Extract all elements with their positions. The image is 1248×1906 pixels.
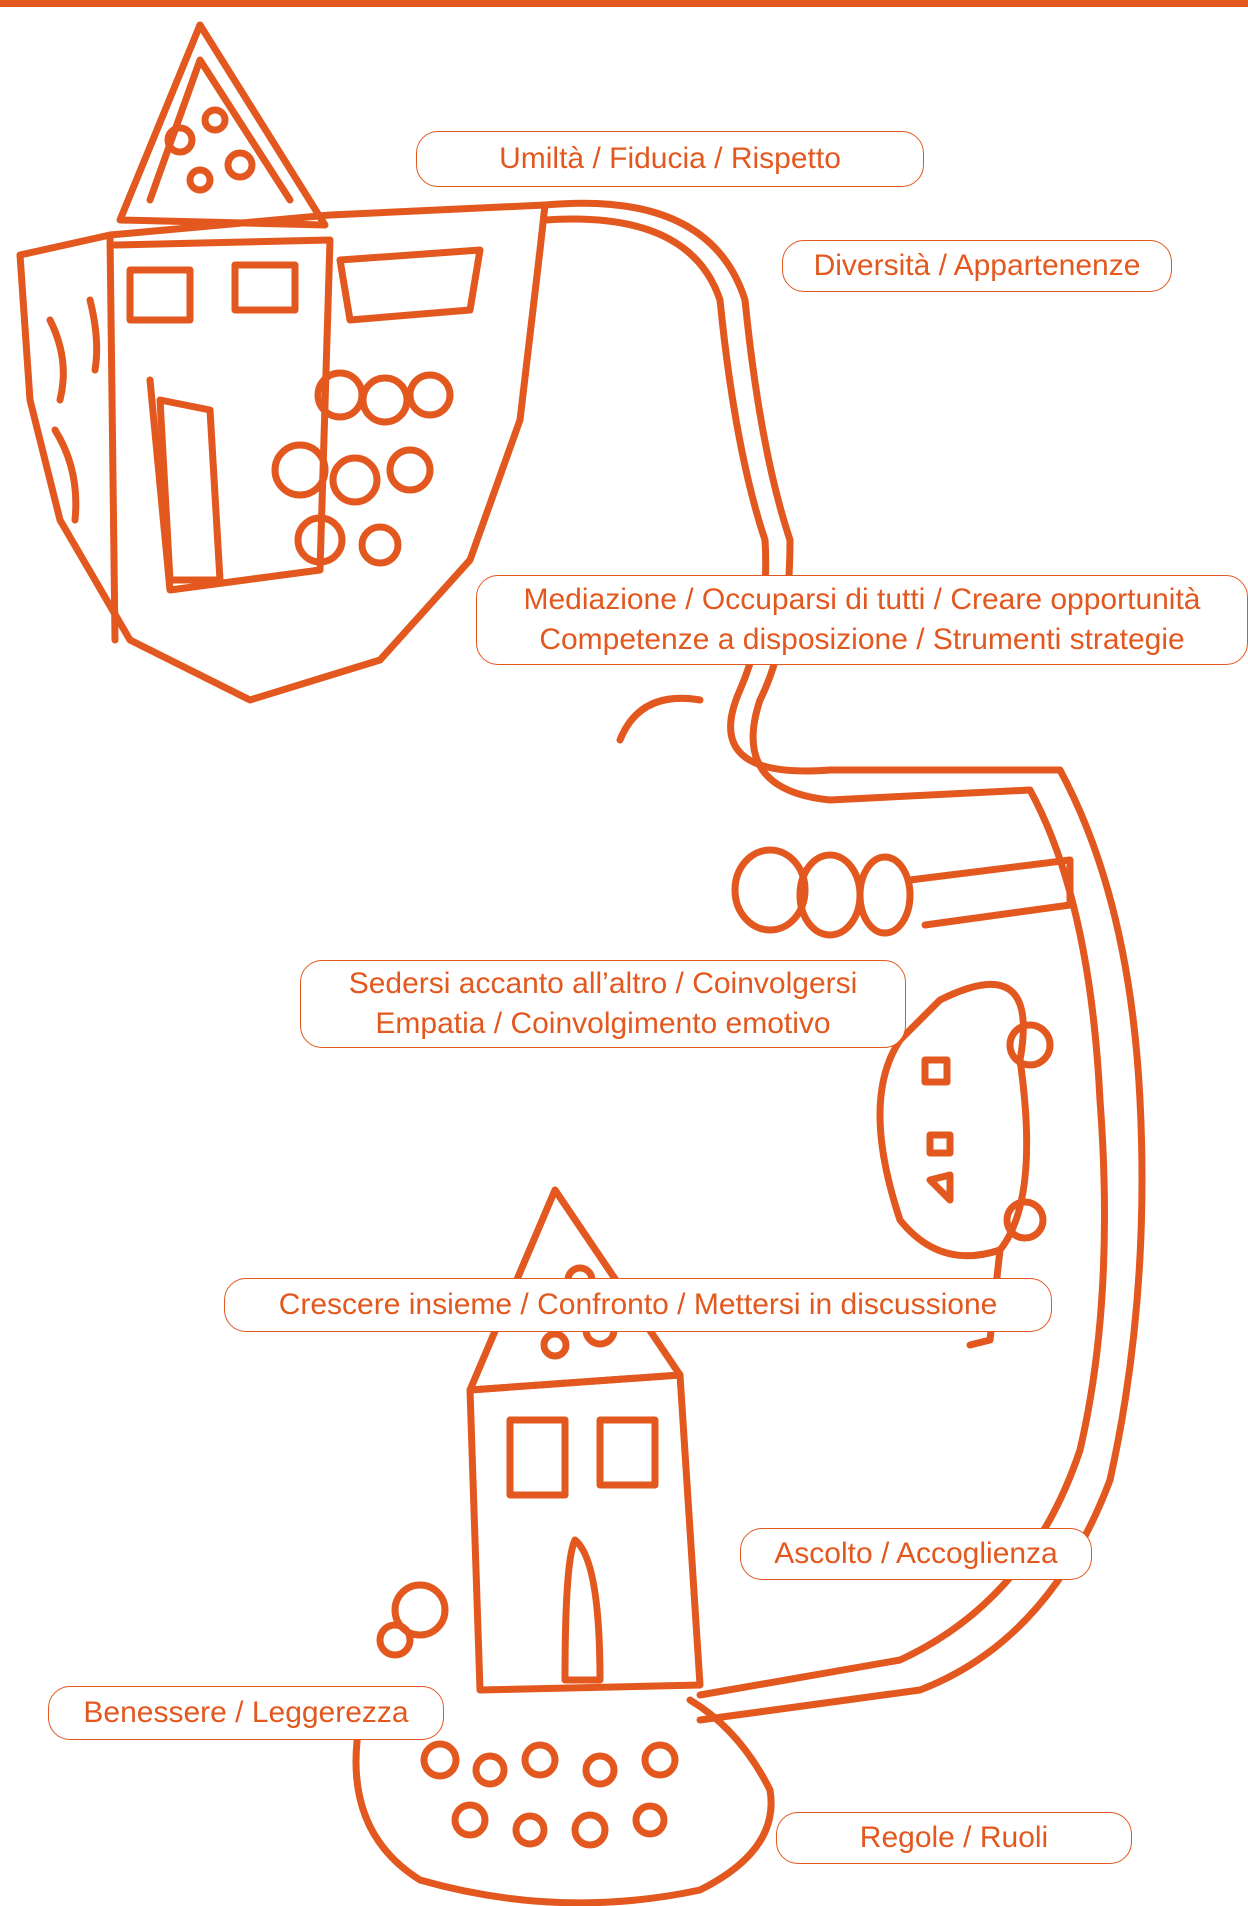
label-ascolto-accoglienza: Ascolto / Accoglienza (740, 1528, 1092, 1580)
label-sedersi-empatia: Sedersi accanto all’altro / Coinvolgersi… (300, 960, 906, 1048)
bench-drawing (735, 850, 1070, 935)
label-regole-text: Regole / Ruoli (777, 1818, 1131, 1858)
label-benessere-text: Benessere / Leggerezza (49, 1693, 443, 1733)
label-regole-ruoli: Regole / Ruoli (776, 1812, 1132, 1864)
label-umilta-fiducia-rispetto: Umiltà / Fiducia / Rispetto (416, 131, 924, 187)
label-sedersi-text: Sedersi accanto all’altro / Coinvolgersi (301, 964, 905, 1004)
label-competenze-text: Competenze a disposizione / Strumenti st… (477, 620, 1247, 660)
label-mediazione-competenze: Mediazione / Occuparsi di tutti / Creare… (476, 575, 1248, 665)
label-benessere-leggerezza: Benessere / Leggerezza (48, 1686, 444, 1740)
top-house-drawing (20, 25, 545, 700)
label-crescere-insieme: Crescere insieme / Confronto / Mettersi … (224, 1278, 1052, 1332)
label-ascolto-text: Ascolto / Accoglienza (741, 1534, 1091, 1574)
label-empatia-text: Empatia / Coinvolgimento emotivo (301, 1004, 905, 1044)
label-mediazione-text: Mediazione / Occuparsi di tutti / Creare… (477, 580, 1247, 620)
label-diversita-text: Diversità / Appartenenze (783, 246, 1171, 286)
label-diversita-appartenenze: Diversità / Appartenenze (782, 240, 1172, 292)
label-umilta-text: Umiltà / Fiducia / Rispetto (417, 139, 923, 179)
label-crescere-text: Crescere insieme / Confronto / Mettersi … (225, 1285, 1051, 1325)
